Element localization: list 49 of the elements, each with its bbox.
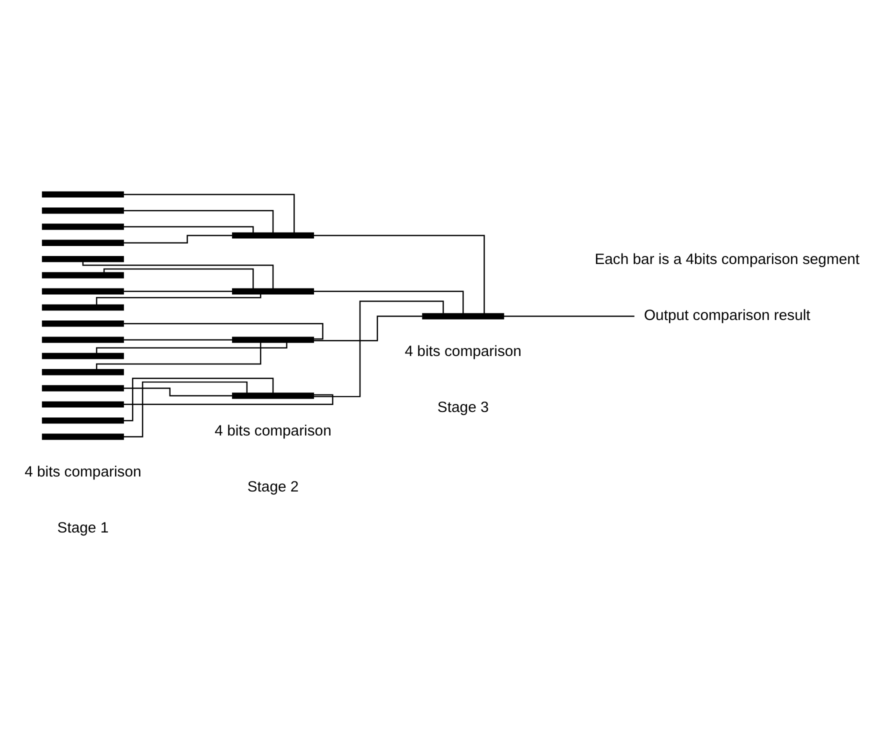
connector bbox=[313, 234, 484, 314]
node-bar bbox=[232, 288, 314, 294]
connector bbox=[95, 342, 287, 353]
node-bar bbox=[232, 392, 314, 398]
node-bar bbox=[41, 336, 124, 342]
connector bbox=[123, 322, 323, 340]
node-bar bbox=[41, 190, 124, 198]
node-bar bbox=[41, 433, 124, 440]
node-bar bbox=[41, 223, 124, 230]
label: 4 bits comparison bbox=[214, 423, 331, 440]
connector bbox=[95, 342, 261, 370]
label: Stage 3 bbox=[436, 400, 488, 416]
node-bar bbox=[232, 336, 314, 342]
label: Stage 2 bbox=[246, 479, 298, 496]
node-bar bbox=[41, 320, 124, 326]
node-bar bbox=[41, 304, 124, 310]
node-bar bbox=[41, 416, 124, 424]
node-bar bbox=[422, 312, 504, 319]
node-bar bbox=[232, 232, 314, 238]
node-bar bbox=[41, 368, 124, 375]
node-bar bbox=[41, 272, 124, 278]
label: 4 bits comparison bbox=[24, 464, 141, 480]
connector bbox=[102, 268, 254, 288]
connector bbox=[313, 290, 464, 314]
node-bar bbox=[41, 352, 124, 359]
connector bbox=[123, 377, 274, 421]
connector bbox=[312, 300, 444, 397]
node-bar bbox=[41, 207, 124, 214]
connector bbox=[123, 290, 232, 292]
connector bbox=[123, 234, 232, 244]
connector bbox=[123, 338, 232, 340]
connector bbox=[122, 380, 248, 437]
connector bbox=[123, 209, 274, 232]
node-bar bbox=[41, 288, 124, 294]
label: Stage 1 bbox=[56, 520, 108, 536]
label: 4 bits comparison bbox=[404, 344, 521, 360]
node-bar bbox=[41, 239, 124, 246]
label: Each bar is a 4bits comparison segment bbox=[594, 252, 860, 268]
connector bbox=[123, 394, 333, 405]
connector bbox=[95, 293, 261, 304]
connector bbox=[503, 315, 634, 316]
node-bar bbox=[41, 400, 124, 408]
connector bbox=[123, 226, 254, 232]
connector bbox=[122, 387, 232, 396]
connector bbox=[123, 193, 294, 232]
connector bbox=[313, 315, 422, 341]
node-bar bbox=[41, 384, 124, 391]
node-bar bbox=[41, 255, 124, 262]
node-text: Output comparison result bbox=[643, 308, 810, 324]
